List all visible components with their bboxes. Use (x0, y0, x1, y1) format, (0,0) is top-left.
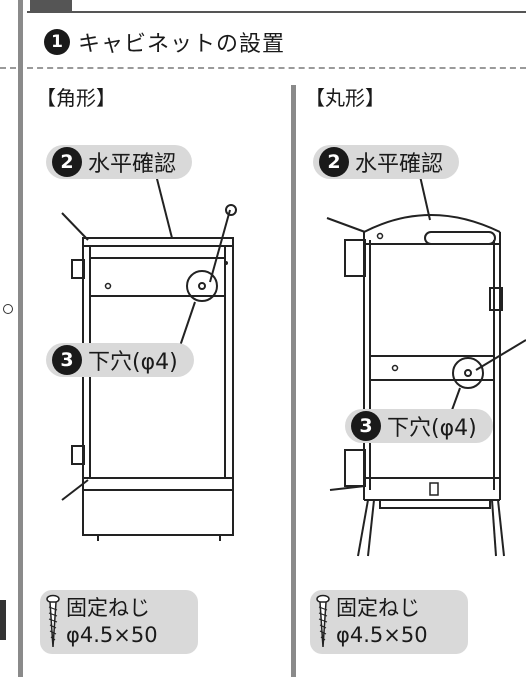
hole-step-badge: 3 (351, 411, 381, 441)
fixing-screw-info-square: 固定ねじ φ4.5×50 (40, 590, 198, 654)
pilot-hole-callout-square: 3 下穴(φ4) (46, 343, 194, 377)
dashed-separator-left (0, 67, 16, 69)
screw-size: φ4.5×50 (66, 623, 158, 647)
hole-step-badge: 3 (52, 345, 82, 375)
level-check-callout-round: 2 水平確認 (313, 145, 460, 179)
edge-bar (0, 600, 6, 640)
level-check-callout-square: 2 水平確認 (46, 145, 193, 179)
screw-name: 固定ねじ (66, 596, 150, 620)
screw-icon (316, 594, 330, 648)
screw-name: 固定ねじ (336, 596, 420, 620)
top-tab (30, 0, 72, 12)
round-type-label: 【丸形】 (305, 86, 385, 110)
step-number-badge: 1 (44, 29, 70, 55)
screw-size: φ4.5×50 (336, 623, 428, 647)
pilot-hole-label: 下穴(φ4) (387, 416, 477, 441)
edge-mark (3, 304, 13, 314)
center-divider-line (291, 85, 296, 677)
step-header: 1 キャビネットの設置 (44, 26, 285, 58)
pilot-hole-callout-round: 3 下穴(φ4) (345, 409, 493, 443)
screw-icon (46, 594, 60, 648)
step-title: キャビネットの設置 (78, 32, 286, 57)
fixing-screw-info-round: 固定ねじ φ4.5×50 (310, 590, 468, 654)
level-step-badge: 2 (52, 147, 82, 177)
level-step-badge: 2 (319, 147, 349, 177)
left-divider-line (18, 0, 23, 677)
top-rule (27, 11, 526, 13)
level-check-label: 水平確認 (88, 152, 177, 177)
level-check-label: 水平確認 (355, 152, 444, 177)
pilot-hole-label: 下穴(φ4) (88, 350, 178, 375)
dashed-separator (27, 67, 526, 69)
square-type-label: 【角形】 (36, 86, 116, 110)
